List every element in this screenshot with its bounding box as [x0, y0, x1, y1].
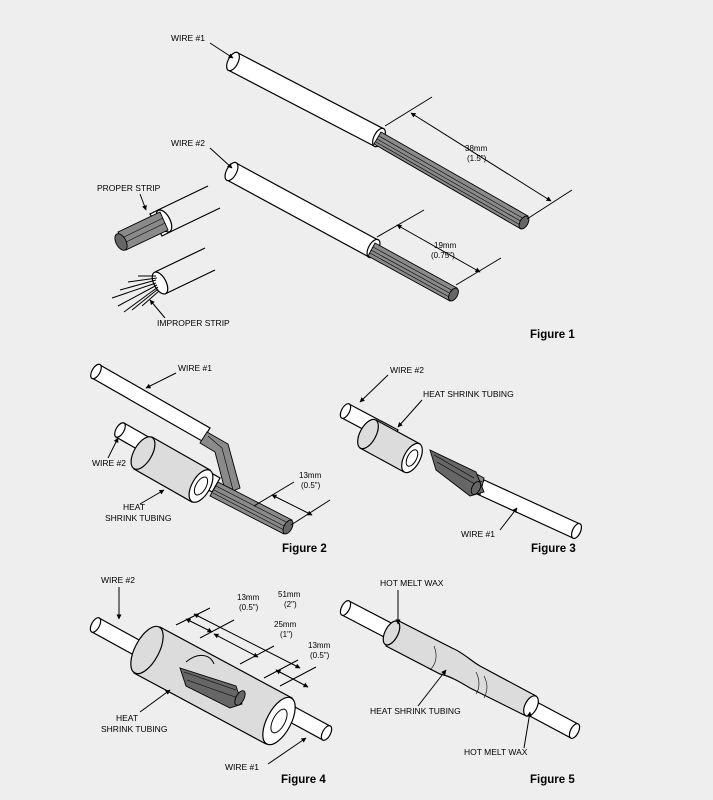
tubing-label: HEAT SHRINK TUBING [423, 389, 514, 399]
dim-c-mm: 25mm [274, 620, 297, 629]
wire-1-label: WIRE #1 [225, 762, 259, 772]
tubing-label: HEAT SHRINK TUBING [370, 706, 461, 716]
shrunk-tubing [382, 619, 539, 717]
wire-2-label: WIRE #2 [171, 138, 205, 148]
figure-2-caption: Figure 2 [282, 543, 327, 555]
wax-bottom-label: HOT MELT WAX [464, 747, 528, 757]
dim-0-75in-text: (0.75") [431, 251, 455, 260]
dim-0-5in-text: (0.5") [301, 481, 321, 490]
tubing-label-line-2: SHRINK TUBING [105, 513, 171, 523]
dimension-set: 13mm (0.5") 51mm (2") 25mm (1") 13mm (0.… [175, 590, 331, 688]
wire-2-label: WIRE #2 [92, 458, 126, 468]
dim-b-in: (2") [284, 600, 297, 609]
dim-d-mm: 13mm [308, 641, 331, 650]
improper-strip-wire [111, 247, 216, 313]
tubing-label-line-2: SHRINK TUBING [101, 724, 167, 734]
wire-1-label: WIRE #1 [171, 33, 205, 43]
figure-4: WIRE #2 HEAT SHRINK TUBING WIRE #1 13mm … [89, 575, 333, 786]
wire-1 [90, 363, 241, 495]
dimension-13mm: 13mm (0.5") [253, 471, 331, 526]
tubing-label-line-1: HEAT [116, 713, 138, 723]
wire-1-label: WIRE #1 [461, 529, 495, 539]
heat-shrink-tubing [130, 436, 214, 503]
wax-top-label: HOT MELT WAX [380, 578, 444, 588]
figure-4-caption: Figure 4 [281, 774, 326, 786]
dim-a-in: (0.5") [239, 603, 259, 612]
figure-1: WIRE #1 WIRE #2 PROPER STRIP IMPROPER ST… [97, 33, 575, 341]
dimension-38mm: 38mm (1.5") [384, 96, 573, 220]
heat-shrink-tubing [357, 418, 423, 474]
dim-d-in: (0.5") [310, 651, 330, 660]
wire-2-label: WIRE #2 [101, 575, 135, 585]
wire-2-stripped-19mm [224, 161, 459, 302]
proper-strip-wire [114, 185, 221, 251]
figure-3-caption: Figure 3 [531, 543, 576, 555]
dim-38mm-text: 38mm [465, 144, 488, 153]
dim-b-mm: 51mm [278, 590, 301, 599]
dim-a-mm: 13mm [237, 593, 260, 602]
proper-strip-label: PROPER STRIP [97, 183, 161, 193]
dim-c-in: (1") [280, 630, 293, 639]
figure-2: WIRE #1 WIRE #2 HEAT SHRINK TUBING 13mm … [90, 363, 331, 555]
heat-shrink-tubing [130, 625, 296, 746]
improper-strip-label: IMPROPER STRIP [157, 318, 230, 328]
dim-13mm-text: 13mm [299, 471, 322, 480]
figure-5: HOT MELT WAX HEAT SHRINK TUBING HOT MELT… [339, 578, 581, 786]
figure-1-caption: Figure 1 [530, 329, 575, 341]
figure-5-caption: Figure 5 [530, 774, 575, 786]
wire-1-label: WIRE #1 [178, 363, 212, 373]
dim-19mm-text: 19mm [434, 241, 457, 250]
figure-3: WIRE #2 HEAT SHRINK TUBING WIRE #1 Figur… [339, 365, 583, 555]
tubing-label-line-1: HEAT [123, 502, 145, 512]
dim-1-5in-text: (1.5") [467, 154, 487, 163]
wire-2-label: WIRE #2 [390, 365, 424, 375]
dimension-19mm: 19mm (0.75") [376, 209, 502, 286]
